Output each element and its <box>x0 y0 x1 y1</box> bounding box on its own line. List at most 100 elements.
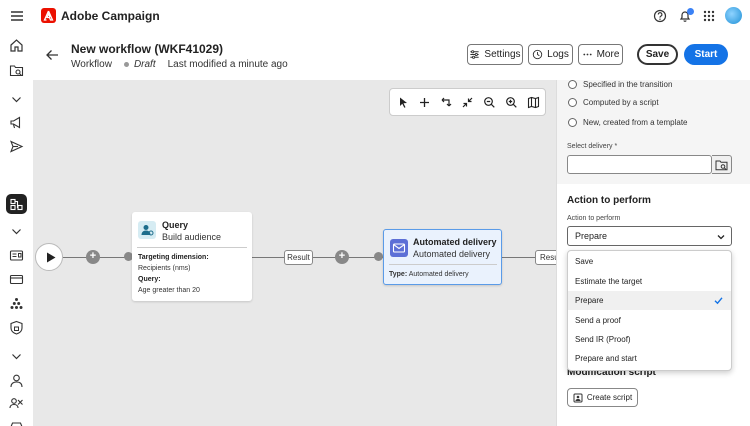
browse-delivery-button[interactable] <box>712 155 732 174</box>
connector-dot-2 <box>374 252 383 261</box>
back-arrow-icon[interactable] <box>45 48 59 62</box>
inbox-icon[interactable] <box>9 420 24 426</box>
result-transition-label-2[interactable]: Resu <box>535 250 556 265</box>
segments-icon[interactable] <box>9 396 24 411</box>
logs-label: Logs <box>547 49 569 60</box>
add-icon[interactable] <box>418 96 431 109</box>
add-activity-button-2[interactable]: + <box>335 250 349 264</box>
clock-icon <box>532 49 543 60</box>
option-label: Send IR (Proof) <box>575 335 631 344</box>
option-label: Estimate the target <box>575 277 643 286</box>
shield-lock-icon[interactable] <box>9 320 24 335</box>
folder-search-icon <box>715 160 728 171</box>
option-prepare-and-start[interactable]: Prepare and start <box>568 349 731 368</box>
delivery-type-row: Type: Automated delivery <box>389 271 469 278</box>
minimap-icon[interactable] <box>527 96 540 109</box>
settings-button[interactable]: Settings <box>467 44 523 65</box>
send-icon[interactable] <box>9 139 24 154</box>
query-node-divider <box>137 247 247 248</box>
rotate-icon[interactable] <box>440 96 453 109</box>
status-badge: Draft <box>133 59 156 70</box>
option-send-ir-proof[interactable]: Send IR (Proof) <box>568 330 731 349</box>
bell-icon[interactable] <box>678 9 692 23</box>
apps-grid-icon[interactable] <box>702 9 716 23</box>
chevron-down-icon-3[interactable] <box>9 349 24 364</box>
more-button[interactable]: More <box>578 44 623 65</box>
workflow-title: New workflow (WKF41029) <box>71 42 224 56</box>
content-card-icon[interactable] <box>9 248 24 263</box>
delivery-icon <box>390 239 408 257</box>
option-prepare[interactable]: Prepare <box>568 291 731 310</box>
result-transition-label[interactable]: Result <box>284 250 313 265</box>
select-delivery-label-text: Select delivery <box>567 143 613 150</box>
campaign-megaphone-icon[interactable] <box>9 115 24 130</box>
user-avatar[interactable] <box>725 7 742 24</box>
play-icon <box>47 252 56 263</box>
adobe-logo[interactable] <box>41 8 56 23</box>
app-title: Adobe Campaign <box>61 9 160 23</box>
option-send-proof[interactable]: Send a proof <box>568 311 731 330</box>
query-label: Query: <box>138 276 161 283</box>
query-node[interactable]: Query Build audience Targeting dimension… <box>132 212 252 301</box>
radio-button[interactable] <box>568 118 577 127</box>
pointer-icon[interactable] <box>397 96 410 109</box>
workflow-canvas[interactable]: + Query Build audience Targeting dimensi… <box>33 80 556 426</box>
canvas-toolbar <box>389 88 546 116</box>
top-bar: Adobe Campaign <box>0 0 750 32</box>
hamburger-menu-icon[interactable] <box>10 9 24 23</box>
delivery-node-divider <box>389 264 497 265</box>
zoom-in-icon[interactable] <box>505 96 518 109</box>
required-mark: * <box>614 143 618 150</box>
option-save[interactable]: Save <box>568 252 731 271</box>
targeting-label: Targeting dimension: <box>138 254 209 261</box>
status-dot <box>123 62 129 67</box>
create-script-button[interactable]: Create script <box>567 388 638 407</box>
query-node-subtitle: Build audience <box>162 232 222 242</box>
radio-new-from-template[interactable]: New, created from a template <box>568 118 688 127</box>
chevron-down-icon-2[interactable] <box>9 224 24 239</box>
script-section-title: Modification script <box>567 367 656 378</box>
notification-badge <box>687 8 694 15</box>
radio-button[interactable] <box>568 98 577 107</box>
zoom-out-icon[interactable] <box>483 96 496 109</box>
start-node[interactable] <box>35 243 63 271</box>
delivery-node-title: Automated delivery <box>413 237 497 247</box>
radio-button[interactable] <box>568 80 577 89</box>
collapse-icon[interactable] <box>461 96 474 109</box>
profile-icon[interactable] <box>9 373 24 388</box>
automated-delivery-node[interactable]: Automated delivery Automated delivery Ty… <box>383 229 502 285</box>
delivery-section: Specified in the transition Computed by … <box>557 80 750 184</box>
help-icon[interactable] <box>653 9 667 23</box>
query-node-title: Query <box>162 220 189 230</box>
radio-label: Specified in the transition <box>583 80 673 89</box>
radio-label: Computed by a script <box>583 98 659 107</box>
workflow-header: New workflow (WKF41029) Workflow Draft L… <box>33 32 750 80</box>
logs-button[interactable]: Logs <box>528 44 573 65</box>
action-field-label: Action to perform <box>567 215 621 222</box>
explorer-icon[interactable] <box>9 63 24 78</box>
script-icon <box>573 393 583 402</box>
last-modified: Last modified a minute ago <box>167 59 288 70</box>
create-script-label: Create script <box>586 393 633 402</box>
start-button[interactable]: Start <box>684 44 728 65</box>
add-activity-button-1[interactable]: + <box>86 250 100 264</box>
delivery-node-subtitle: Automated delivery <box>413 249 491 259</box>
radio-specified-in-transition[interactable]: Specified in the transition <box>568 80 672 89</box>
delivery-type-value: Automated delivery <box>408 271 469 278</box>
edge-delivery-next <box>502 257 556 258</box>
action-select[interactable]: Prepare <box>567 226 732 246</box>
radio-computed-by-script[interactable]: Computed by a script <box>568 98 659 107</box>
workflows-icon[interactable] <box>9 197 24 212</box>
save-button[interactable]: Save <box>637 44 678 65</box>
chevron-down-icon[interactable] <box>9 92 24 107</box>
home-icon[interactable] <box>9 38 24 53</box>
deliveries-icon[interactable] <box>9 272 24 287</box>
workflow-subtitle: Workflow Draft Last modified a minute ag… <box>71 59 288 70</box>
audiences-icon[interactable] <box>9 296 24 311</box>
option-estimate-target[interactable]: Estimate the target <box>568 272 731 291</box>
connector-dot-1 <box>124 252 133 261</box>
option-label: Save <box>575 257 594 266</box>
activity-properties-panel: Specified in the transition Computed by … <box>556 80 750 426</box>
more-label: More <box>596 49 620 60</box>
select-delivery-input[interactable] <box>567 155 712 174</box>
